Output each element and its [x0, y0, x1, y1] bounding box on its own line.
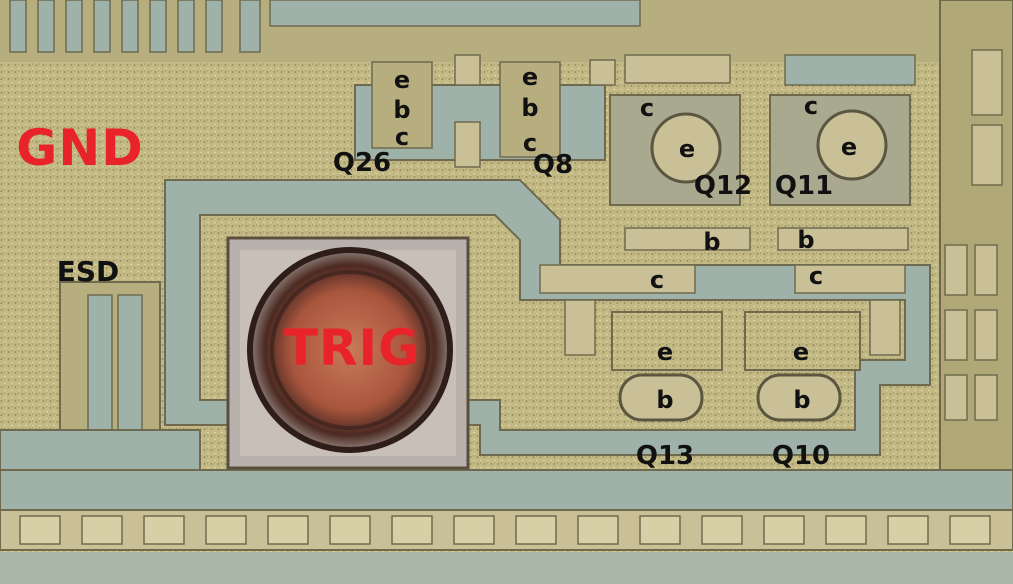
q10-collector-label: c: [808, 262, 824, 290]
q8-collector-label: c: [522, 129, 538, 157]
q10-base: [756, 373, 842, 422]
q13-base-label: b: [656, 386, 674, 414]
bottom-oxide-rail: [0, 469, 1013, 511]
q13-label: Q13: [635, 441, 695, 471]
q26-emitter-label: e: [393, 66, 411, 94]
q12-emitter: [650, 112, 722, 184]
q26-label: Q26: [332, 148, 392, 178]
gnd-pad-label: GND: [16, 119, 144, 177]
q11-emitter: [816, 109, 888, 181]
q12-collector-label: c: [639, 94, 655, 122]
q13-collector-label: c: [649, 266, 665, 294]
q13-base: [618, 373, 704, 422]
esd-label: ESD: [56, 255, 120, 288]
q26-base-label: b: [393, 96, 411, 124]
top-resistor-fingers: [9, 0, 641, 53]
q11-emitter-label: e: [840, 133, 858, 161]
q12-label: Q12: [693, 171, 753, 201]
q11-label: Q11: [774, 171, 834, 201]
bottom-edge: [0, 552, 1013, 584]
trig-bond-ball: [247, 247, 453, 453]
q11-base-label: b: [797, 226, 815, 254]
bottom-contact-row: [19, 515, 991, 545]
q8-base-label: b: [521, 94, 539, 122]
right-contacts: [944, 49, 1003, 421]
trig-pad-label: TRIG: [283, 319, 421, 377]
q10-label: Q10: [771, 441, 831, 471]
q10-region: [744, 311, 861, 371]
q11-collector-label: c: [803, 92, 819, 120]
q12-emitter-label: e: [678, 135, 696, 163]
q13-region: [611, 311, 723, 371]
q12-base-label: b: [703, 228, 721, 256]
q8-body: [499, 61, 561, 158]
q26-body: [371, 61, 433, 149]
q26-collector-label: c: [394, 123, 410, 151]
q10-emitter-label: e: [792, 338, 810, 366]
q8-emitter-label: e: [521, 63, 539, 91]
q10-base-label: b: [793, 386, 811, 414]
q13-emitter-label: e: [656, 338, 674, 366]
q8-label: Q8: [532, 150, 574, 180]
